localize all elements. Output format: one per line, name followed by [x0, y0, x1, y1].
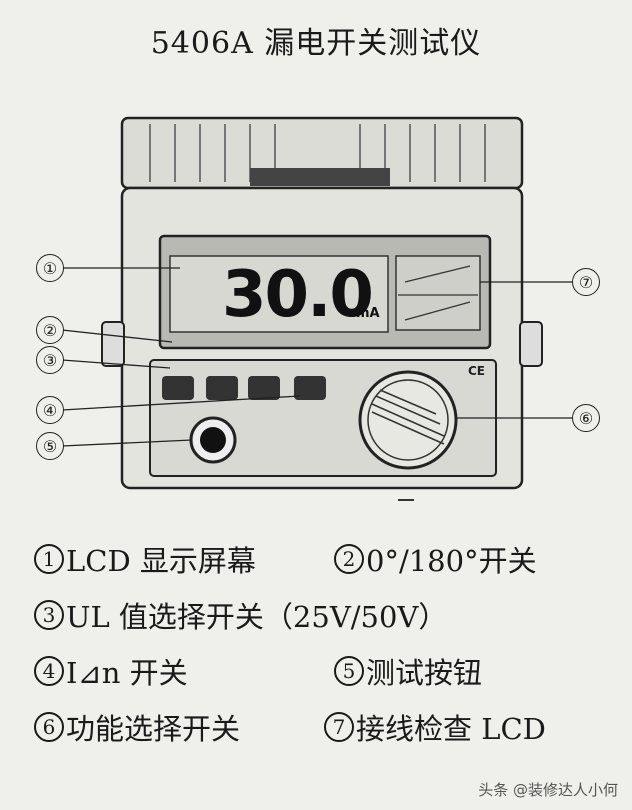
legend-number: 3	[34, 600, 64, 630]
legend-item-wiring-lcd: 7 接线检查 LCD	[324, 706, 546, 748]
legend-item-phase-switch: 2 0°/180°开关	[334, 538, 537, 580]
legend-number: 6	[34, 712, 64, 742]
panel-mark: CE	[468, 364, 486, 378]
legend-text: 功能选择开关	[66, 712, 241, 746]
legend-text: LCD 显示屏幕	[66, 544, 256, 578]
legend-text: UL 值选择开关（25V/50V）	[66, 600, 448, 634]
page-title: 5406A 漏电开关测试仪	[150, 26, 482, 61]
callout-3: ③	[36, 346, 64, 374]
lcd-reading: 30.0	[222, 258, 374, 332]
legend-item-idn-switch: 4 I⊿n 开关	[34, 650, 188, 692]
callout-4: ④	[36, 396, 64, 424]
legend-number: 7	[324, 712, 354, 742]
watermark: 头条 @装修达人小何	[478, 781, 618, 799]
legend-item-test-button: 5 测试按钮	[334, 650, 482, 692]
legend-text: 0°/180°开关	[366, 544, 537, 578]
lcd-unit: mA	[356, 306, 380, 321]
legend-number: 1	[34, 544, 64, 574]
legend-text: 测试按钮	[366, 656, 483, 690]
legend-number: 2	[334, 544, 364, 574]
callout-7: ⑦	[572, 268, 600, 296]
legend-item-lcd: 1 LCD 显示屏幕	[34, 538, 256, 580]
legend-item-ul-switch: 3 UL 值选择开关（25V/50V）	[34, 594, 447, 636]
callout-5: ⑤	[36, 432, 64, 460]
legend-item-function-switch: 6 功能选择开关	[34, 706, 240, 748]
legend-number: 5	[334, 656, 364, 686]
legend-number: 4	[34, 656, 64, 686]
callout-1: ①	[36, 254, 64, 282]
callout-2: ②	[36, 316, 64, 344]
legend-text: 接线检查 LCD	[356, 712, 546, 746]
legend-text: I⊿n 开关	[66, 656, 188, 690]
tester-illustration	[61, 116, 572, 501]
callout-6: ⑥	[572, 404, 600, 432]
